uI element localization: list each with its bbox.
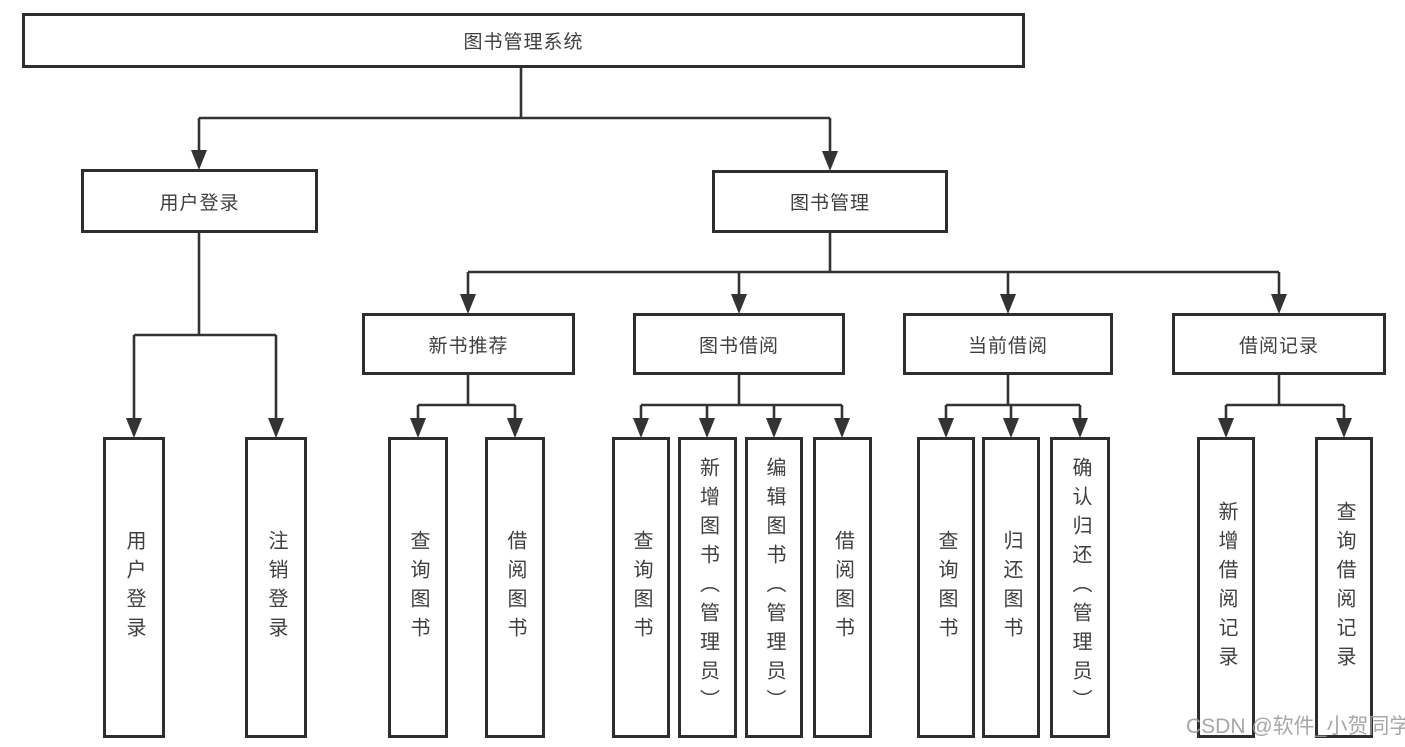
node-borrowing-records-label: 借阅记录 bbox=[1238, 335, 1319, 357]
leaf-edit-books-admin: 编辑图书（管理员） bbox=[745, 437, 803, 738]
node-library-system-label: 图书管理系统 bbox=[463, 32, 584, 53]
leaf-return-books: 归还图书 bbox=[982, 437, 1040, 738]
node-new-book-recommend: 新书推荐 bbox=[362, 313, 575, 375]
node-new-book-recommend-label: 新书推荐 bbox=[428, 335, 509, 357]
leaf-confirm-return-admin-label: 确认归还（管理员） bbox=[1069, 457, 1091, 718]
connector-book-borrow-to-leaves bbox=[633, 375, 850, 438]
leaf-borrow-books-recommend-label: 借阅图书 bbox=[504, 529, 526, 646]
connector-user-login-to-leaves bbox=[126, 233, 284, 438]
leaf-return-books-label: 归还图书 bbox=[1000, 529, 1022, 646]
node-book-management: 图书管理 bbox=[712, 170, 948, 233]
connector-root-to-level2 bbox=[191, 68, 838, 171]
node-current-borrowing: 当前借阅 bbox=[903, 313, 1113, 375]
leaf-borrow-books-recommend: 借阅图书 bbox=[485, 437, 545, 738]
leaf-query-books-current: 查询图书 bbox=[917, 437, 975, 738]
connector-new-book-rec-to-leaves bbox=[410, 375, 523, 438]
leaf-query-borrow-record-label: 查询借阅记录 bbox=[1333, 500, 1355, 675]
leaf-logout: 注销登录 bbox=[245, 437, 307, 738]
leaf-query-borrow-record: 查询借阅记录 bbox=[1315, 437, 1373, 738]
leaf-add-borrow-record: 新增借阅记录 bbox=[1197, 437, 1255, 738]
node-user-login: 用户登录 bbox=[81, 169, 318, 233]
leaf-user-login: 用户登录 bbox=[103, 437, 165, 738]
leaf-confirm-return-admin: 确认归还（管理员） bbox=[1050, 437, 1110, 738]
node-user-login-label: 用户登录 bbox=[159, 192, 240, 214]
leaf-logout-label: 注销登录 bbox=[265, 529, 287, 646]
leaf-borrow-books-borrowing: 借阅图书 bbox=[813, 437, 872, 738]
node-book-borrowing-label: 图书借阅 bbox=[698, 335, 779, 357]
node-borrowing-records: 借阅记录 bbox=[1172, 313, 1386, 375]
leaf-borrow-books-borrowing-label: 借阅图书 bbox=[831, 529, 854, 646]
node-current-borrowing-label: 当前借阅 bbox=[967, 335, 1048, 357]
leaf-user-login-label: 用户登录 bbox=[123, 529, 145, 646]
connector-current-borrow-to-leaves bbox=[938, 375, 1088, 438]
leaf-query-books-recommend-label: 查询图书 bbox=[407, 529, 429, 646]
node-book-borrowing: 图书借阅 bbox=[633, 313, 845, 375]
leaf-query-books-borrowing: 查询图书 bbox=[612, 437, 670, 738]
leaf-edit-books-admin-label: 编辑图书（管理员） bbox=[763, 457, 785, 718]
leaf-query-books-borrowing-label: 查询图书 bbox=[630, 529, 652, 646]
leaf-query-books-recommend: 查询图书 bbox=[388, 437, 448, 738]
leaf-query-books-current-label: 查询图书 bbox=[935, 529, 957, 646]
leaf-add-books-admin-label: 新增图书（管理员） bbox=[696, 457, 719, 718]
connector-book-mgmt-to-level3 bbox=[460, 233, 1287, 314]
leaf-add-books-admin: 新增图书（管理员） bbox=[678, 437, 737, 738]
leaf-add-borrow-record-label: 新增借阅记录 bbox=[1215, 500, 1237, 675]
csdn-watermark: CSDN @软件_小贺同学 bbox=[1186, 715, 1405, 738]
node-book-management-label: 图书管理 bbox=[789, 193, 870, 214]
connector-borrow-record-to-leaves bbox=[1218, 375, 1352, 438]
node-library-system: 图书管理系统 bbox=[22, 13, 1025, 68]
